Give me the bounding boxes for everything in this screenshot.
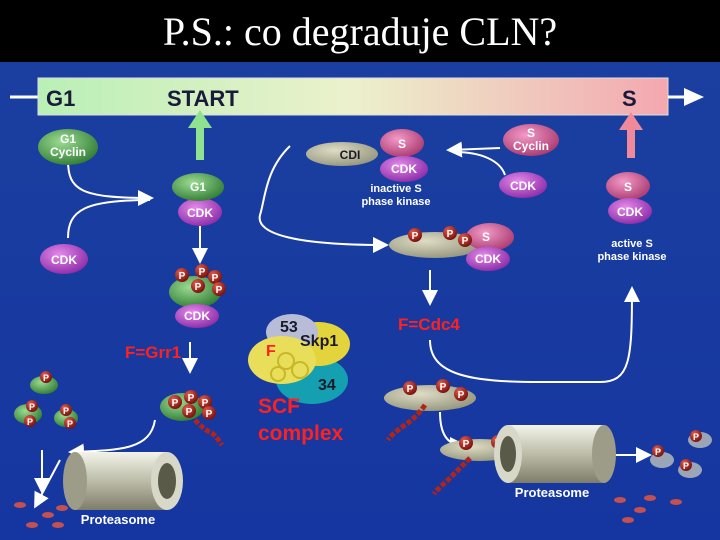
inactive-kinase-label-1: inactive S (370, 183, 421, 195)
svg-text:S: S (527, 126, 535, 140)
s-phase-arrow (619, 112, 643, 158)
scf-complex: 53 Skp1 F 34 SCF complex (248, 314, 350, 445)
svg-text:CDK: CDK (184, 309, 210, 323)
svg-text:S: S (482, 230, 490, 244)
f-grr1-label: F=Grr1 (125, 343, 181, 362)
svg-text:P: P (693, 432, 699, 442)
g1-cdk-complex: CDK G1 (172, 173, 224, 226)
svg-text:P: P (683, 461, 689, 471)
cdk-free-right: CDK (499, 172, 547, 198)
active-kinase-label-1: active S (611, 238, 653, 250)
svg-text:S: S (624, 180, 632, 194)
phosphorylated-cdi-complex: S CDK P P P (389, 223, 514, 271)
s-cyclin: S Cyclin (503, 124, 559, 156)
svg-text:P: P (458, 390, 465, 401)
svg-text:P: P (412, 231, 419, 242)
svg-text:P: P (206, 409, 213, 420)
g1-cyclin: G1 Cyclin (38, 129, 98, 165)
svg-text:P: P (440, 382, 447, 393)
svg-text:P: P (463, 439, 470, 450)
scf-skp1-label: Skp1 (300, 333, 338, 350)
svg-text:CDK: CDK (51, 253, 77, 267)
svg-text:Cyclin: Cyclin (50, 145, 86, 159)
svg-text:P: P (202, 398, 209, 409)
scf-complex-label-1: SCF (258, 395, 300, 418)
svg-text:CDK: CDK (510, 179, 536, 193)
scf-f-label: F (266, 343, 276, 360)
svg-text:P: P (43, 373, 49, 383)
title-bar: P.S.: co degraduje CLN? (0, 0, 720, 62)
svg-text:P: P (29, 402, 35, 412)
active-s-phase-kinase: S CDK active S phase kinase (597, 172, 667, 263)
ubiquitinated-g1-complex: P P P P P (160, 390, 224, 447)
svg-text:CDK: CDK (475, 252, 501, 266)
timeline-arrowhead (684, 88, 704, 106)
svg-text:CDK: CDK (391, 162, 417, 176)
start-arrow (188, 110, 212, 160)
svg-text:P: P (655, 447, 661, 457)
svg-text:P: P (186, 407, 193, 418)
scf-34-label: 34 (318, 377, 336, 394)
svg-text:P: P (216, 285, 223, 296)
degraded-fragments-right: P P P (614, 430, 712, 523)
svg-text:P: P (195, 282, 202, 293)
slide-title: P.S.: co degraduje CLN? (162, 9, 558, 54)
inactive-s-phase-kinase: CDI S CDK inactive S phase kinase (306, 129, 431, 208)
svg-text:P: P (447, 229, 454, 240)
ubiquitinated-cdi-complex: P P P (384, 379, 476, 442)
svg-text:P: P (179, 271, 186, 282)
inactive-kinase-label-2: phase kinase (361, 196, 430, 208)
svg-text:Cyclin: Cyclin (513, 139, 549, 153)
svg-text:P: P (172, 398, 179, 409)
svg-text:G1: G1 (60, 132, 76, 146)
svg-text:CDI: CDI (340, 148, 361, 162)
pathway-arrows (34, 141, 652, 509)
svg-text:G1: G1 (190, 180, 206, 194)
svg-text:P: P (199, 267, 206, 278)
svg-text:P: P (188, 393, 195, 404)
proteasome-right: Proteasome (494, 425, 616, 500)
proteasome-left-label: Proteasome (81, 512, 155, 527)
timeline-g1-label: G1 (46, 86, 75, 111)
svg-text:P: P (63, 406, 69, 416)
svg-text:P: P (212, 273, 219, 284)
phosphorylated-g1-cdk: CDK P P P P P (169, 264, 226, 328)
svg-text:CDK: CDK (617, 205, 643, 219)
scf-53-label: 53 (280, 319, 298, 336)
svg-text:P: P (67, 419, 73, 429)
degraded-fragments-left: P P P P P (14, 371, 78, 528)
scf-complex-label-2: complex (258, 422, 344, 445)
svg-text:S: S (398, 137, 406, 151)
svg-text:P: P (27, 417, 33, 427)
svg-text:CDK: CDK (187, 206, 213, 220)
timeline-bar (37, 77, 669, 116)
cdk-free: CDK (40, 244, 88, 274)
f-cdc4-label: F=Cdc4 (398, 315, 460, 334)
proteasome-right-label: Proteasome (515, 485, 589, 500)
svg-text:P: P (462, 236, 469, 247)
timeline-s-label: S (622, 86, 637, 111)
svg-text:P: P (407, 384, 414, 395)
proteasome-left: Proteasome (63, 452, 183, 527)
active-kinase-label-2: phase kinase (597, 251, 666, 263)
timeline-start-label: START (167, 86, 239, 111)
cell-cycle-timeline: G1 START S (10, 77, 704, 116)
